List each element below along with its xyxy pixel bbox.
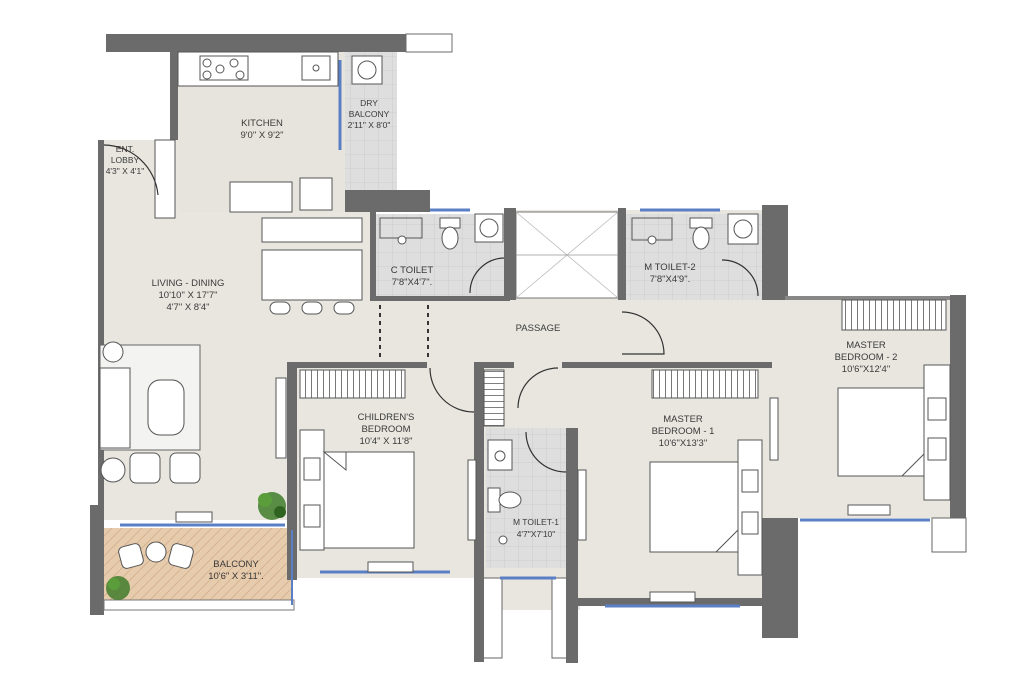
childrens-bedroom-name-1: CHILDREN'S [358,412,415,423]
c-toilet-fixtures [379,213,505,294]
master-bedroom-1-furniture [649,369,779,603]
master-bedroom-1-name-1: MASTER [663,414,703,425]
passage-name: PASSAGE [516,323,561,334]
childrens-bedroom-name-2: BEDROOM [361,424,410,435]
childrens-bedroom-furniture [275,367,475,573]
dry-balcony-name-2: BALCONY [349,109,390,119]
room-labels: KITCHEN 9'0" X 9'2" DRY BALCONY 2'11" X … [106,98,898,582]
m-toilet-2-size: 7'8"X4'9". [650,274,690,285]
master-bedroom-2-size: 10'6"X12'4" [842,364,890,375]
dry-balcony-size: 2'11" X 8'0" [348,120,391,130]
dry-balcony-name-1: DRY [360,98,378,108]
dashed-partition [379,305,429,360]
dining-table [261,217,363,315]
plant-icon [106,576,130,600]
sofa-set [99,341,201,484]
entrance-door [103,139,176,219]
passage-wardrobe [483,369,505,427]
living-dining-size-2: 4'7" X 8'4" [166,302,209,313]
windows [120,60,930,608]
balcony-furniture [118,541,194,569]
m-toilet-1-fixtures [467,431,587,545]
ent-lobby-name-2: LOBBY [111,155,140,165]
ent-lobby-size: 4'3" X 4'1" [106,166,145,176]
m-toilet-2-name: M TOILET-2 [644,262,695,273]
master-bedroom-2-name-1: MASTER [846,340,886,351]
master-bedroom-1-name-2: BEDROOM - 1 [652,426,715,437]
m-toilet-1-size: 4'7"X7'10" [517,529,556,539]
m-toilet-1-name: M TOILET-1 [513,517,559,527]
plant-icon [258,492,286,520]
childrens-bedroom-size: 10'4" X 11'8" [360,436,413,447]
master-bedroom-2-name-2: BEDROOM - 2 [835,352,898,363]
m-toilet-2-fixtures [631,213,759,297]
living-dining-size-1: 10'10" X 17'7" [159,290,218,301]
c-toilet-size: 7'8"X4'7". [392,277,432,288]
passage-door [621,311,665,355]
kitchen-name: KITCHEN [241,118,283,129]
c-toilet-name: C TOILET [391,265,434,276]
tv-unit [175,511,213,523]
kitchen-size: 9'0" X 9'2" [240,130,283,141]
master-bedroom-1-size: 10'6"X13'3" [659,438,707,449]
balcony-size: 10'6" X 3'11". [208,571,264,582]
ent-lobby-name-1: ENT. [116,144,134,154]
m-toilet-1-door [517,367,559,409]
balcony-name: BALCONY [213,559,259,570]
kitchen-counter [177,51,339,213]
living-dining-name: LIVING - DINING [152,278,225,289]
balcony-railing [103,599,295,611]
master-bedroom-2-furniture [837,299,951,516]
washing-machine-icon [351,55,383,85]
